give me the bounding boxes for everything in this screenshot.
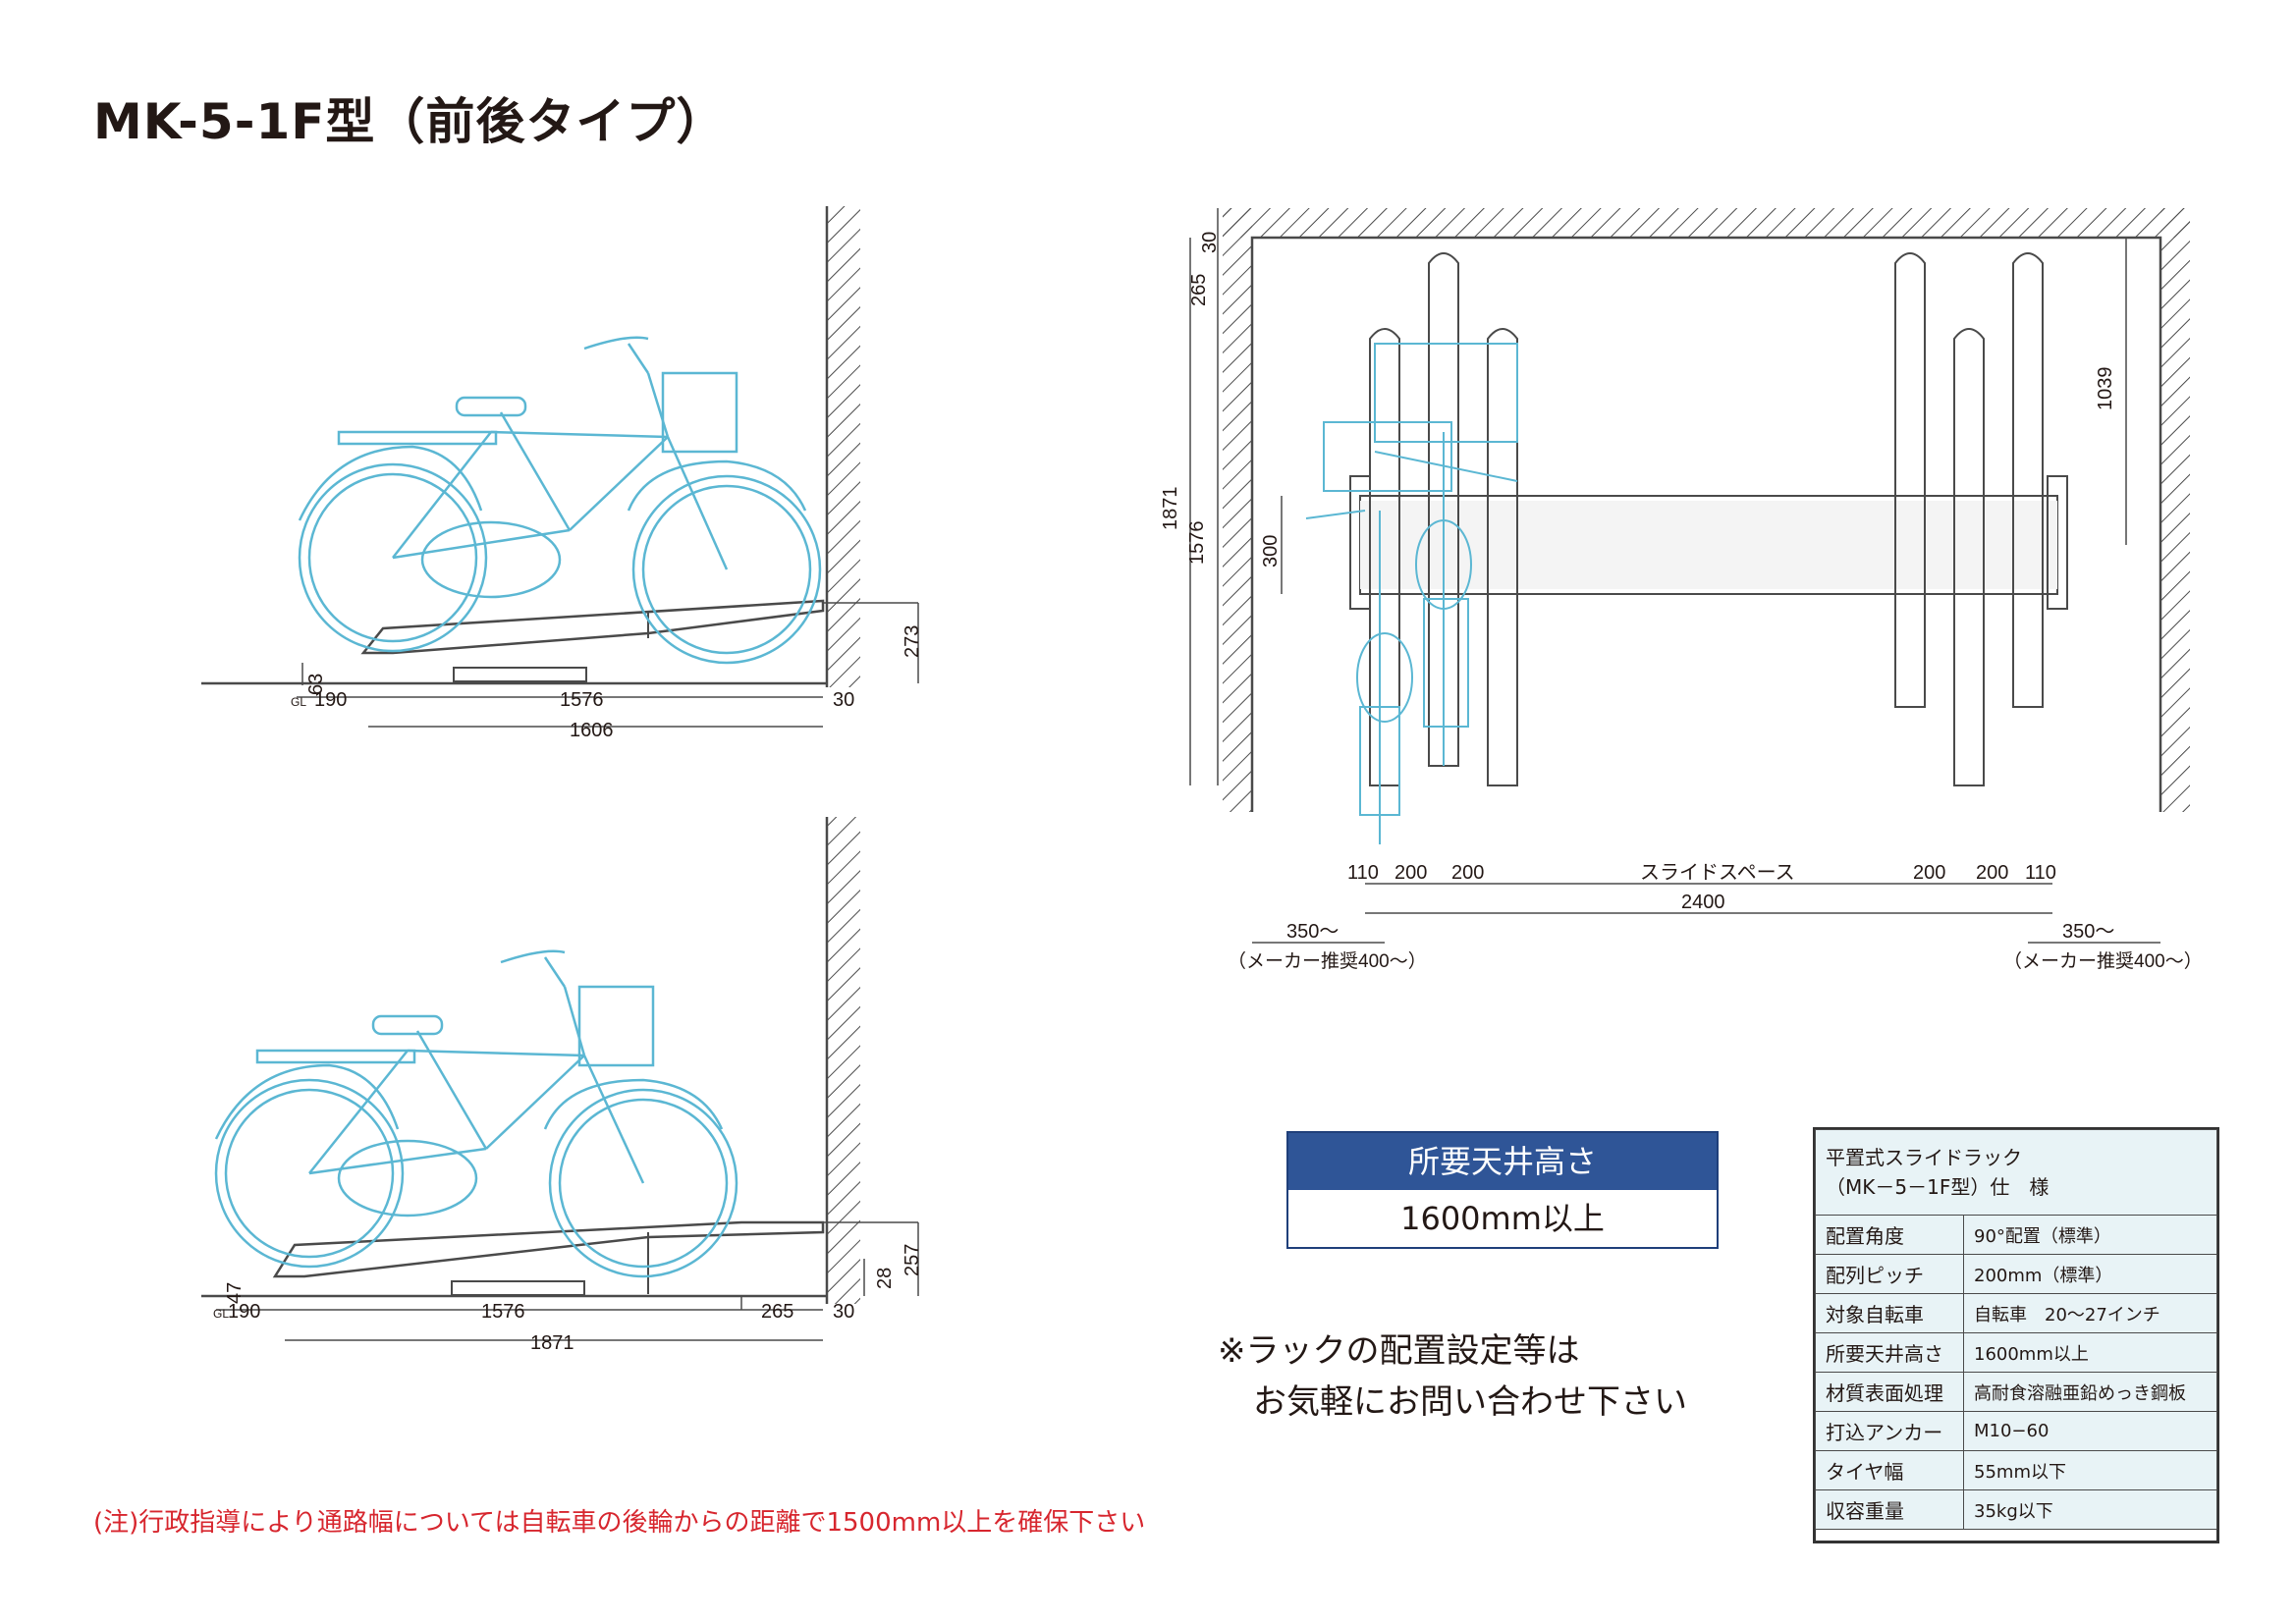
plan-dim-1871: 1871 — [1160, 487, 1181, 531]
rack-loops-right — [1894, 252, 2044, 786]
dim-1871-bottom: 1871 — [530, 1332, 574, 1354]
dim-28-bottom: 28 — [874, 1268, 896, 1289]
clearance-right: 350〜 — [2062, 921, 2114, 943]
wall-hatch-bottom — [827, 817, 860, 1304]
dims-bottom — [216, 1221, 919, 1341]
ceiling-height-box: 所要天井高さ 1600mm以上 — [1286, 1131, 1719, 1249]
wall-hatch-top — [827, 206, 860, 687]
spec-label: 材質表面処理 — [1815, 1372, 1964, 1412]
dim-265-bottom: 265 — [761, 1301, 793, 1323]
bicycle-side-bottom — [214, 949, 738, 1278]
spec-value: 自転車 20〜27インチ — [1963, 1293, 2217, 1333]
table-row: 材質表面処理高耐食溶融亜鉛めっき鋼板 — [1815, 1372, 2217, 1412]
ceiling-height-value: 1600mm以上 — [1400, 1200, 1605, 1237]
side-view-top: 190 GL 63 1576 30 1606 273 — [201, 206, 923, 741]
spec-label: 配列ピッチ — [1815, 1254, 1964, 1294]
plan-dims — [1189, 208, 2160, 944]
rack-loops-left — [1369, 252, 1518, 786]
dim-257-bottom: 257 — [902, 1244, 923, 1276]
wall-hatch-plan-right — [2160, 208, 2190, 812]
contact-note-line2: お気軽にお問い合わせ下さい — [1253, 1382, 1687, 1422]
spec-label: 収容重量 — [1815, 1489, 1964, 1530]
clearance-right-note: （メーカー推奨400〜） — [2003, 950, 2203, 972]
gl-label-top: GL — [291, 695, 306, 709]
dim-273-top: 273 — [902, 625, 923, 658]
spec-label: 打込アンカー — [1815, 1411, 1964, 1451]
dim-190-bottom: 190 — [228, 1301, 260, 1323]
plan-dim-2400: 2400 — [1681, 892, 1725, 913]
plan-dim-265: 265 — [1188, 274, 1210, 306]
side-view-bottom: 190 GL 47 1576 265 30 1871 28 257 — [201, 817, 923, 1354]
spec-table-header: 平置式スライドラック （MK－5－1F型）仕 様 — [1815, 1129, 2217, 1216]
clearance-left: 350〜 — [1286, 921, 1339, 943]
dim-30-top: 30 — [833, 689, 854, 711]
contact-note-line1: ※ラックの配置設定等は — [1218, 1331, 1580, 1371]
ramp-top — [360, 599, 825, 655]
bicycle-plan — [1305, 343, 1518, 844]
dim-1576-top: 1576 — [560, 689, 604, 711]
dim-63-top: 63 — [305, 674, 327, 695]
spec-value: 55mm以下 — [1963, 1450, 2217, 1490]
plan-dim-30: 30 — [1199, 232, 1221, 253]
pitch-200-b: 200 — [1451, 862, 1484, 884]
spec-value: 高耐食溶融亜鉛めっき鋼板 — [1963, 1372, 2217, 1412]
dim-47-bottom: 47 — [224, 1282, 246, 1304]
spec-value: 200mm（標準） — [1963, 1254, 2217, 1294]
slide-space-label: スライドスペース — [1640, 862, 1795, 884]
plan-dim-1039: 1039 — [2095, 367, 2116, 411]
spec-label: 配置角度 — [1815, 1215, 1964, 1255]
dim-30-bottom: 30 — [833, 1301, 854, 1323]
spec-table-frame — [1813, 1127, 2219, 1543]
plan-dim-300: 300 — [1260, 535, 1282, 568]
table-row: 対象自転車自転車 20〜27インチ — [1815, 1293, 2217, 1333]
spec-label: タイヤ幅 — [1815, 1450, 1964, 1490]
ramp-bottom — [272, 1220, 825, 1278]
plan-dim-1576: 1576 — [1186, 521, 1208, 566]
pitch-200-d: 200 — [1976, 862, 2008, 884]
pitch-110-left: 110 — [1347, 862, 1379, 884]
spec-label: 対象自転車 — [1815, 1293, 1964, 1333]
spec-value: 35kg以下 — [1963, 1489, 2217, 1530]
spec-value: 90°配置（標準） — [1963, 1215, 2217, 1255]
pitch-200-a: 200 — [1394, 862, 1427, 884]
spec-header-line2: （MK－5－1F型）仕 様 — [1826, 1175, 2050, 1199]
clearance-left-note: （メーカー推奨400〜） — [1228, 950, 1427, 972]
spec-label: 所要天井高さ — [1815, 1332, 1964, 1373]
footer-note: (注)行政指導により通路幅については自転車の後輪からの距離で1500mm以上を確… — [93, 1508, 1146, 1538]
dim-1606-top: 1606 — [570, 720, 614, 741]
page-title: MK-5-1F型（前後タイプ） — [93, 93, 727, 150]
bicycle-side-top — [298, 336, 822, 665]
dims-top — [297, 602, 919, 728]
plan-view: 30 265 1871 1576 300 1039 110 200 200 スラ… — [1160, 208, 2203, 972]
spec-value: M10−60 — [1963, 1411, 2217, 1451]
pitch-200-c: 200 — [1913, 862, 1945, 884]
gl-label-bottom: GL — [213, 1307, 229, 1321]
pitch-110-right: 110 — [2025, 862, 2056, 884]
ceiling-height-header: 所要天井高さ — [1288, 1133, 1717, 1190]
wall-hatch-plan-top — [1223, 208, 2190, 238]
wall-hatch-plan-left — [1223, 208, 1252, 812]
spec-value: 1600mm以上 — [1963, 1332, 2217, 1373]
contact-note: ※ラックの配置設定等は お気軽にお問い合わせ下さい — [1218, 1325, 1687, 1428]
dim-190-top: 190 — [314, 689, 347, 711]
spec-header-line1: 平置式スライドラック — [1826, 1146, 2022, 1169]
dim-1576-bottom: 1576 — [481, 1301, 525, 1323]
